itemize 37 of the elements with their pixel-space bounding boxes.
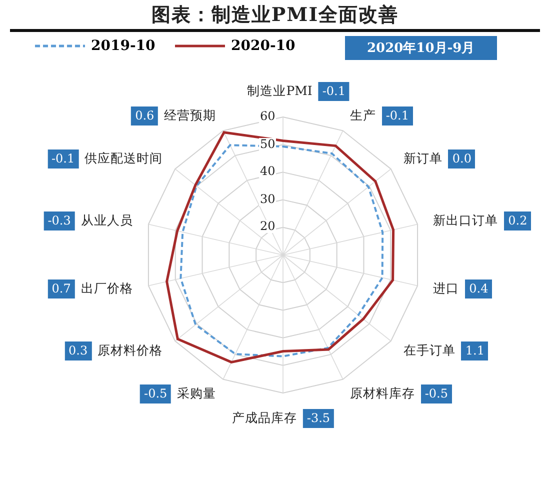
period-tag: 2020年10月-9月 <box>345 36 497 60</box>
tick-label: 50 <box>259 138 276 151</box>
change-value-tag: -0.3 <box>44 211 75 230</box>
change-value-tag: -0.5 <box>140 384 172 404</box>
axis-label: 采购量 <box>177 385 216 402</box>
change-value-tag: 0.2 <box>504 211 532 230</box>
tick-label: 60 <box>259 110 276 123</box>
axis-label: 进口 <box>433 280 460 298</box>
axis-label: 生产 <box>350 108 376 125</box>
axis-label: 从业人员 <box>80 212 133 230</box>
change-value-tag: -3.5 <box>302 409 334 428</box>
axis-label: 在手订单 <box>403 342 456 360</box>
axis-label: 新订单 <box>403 150 442 168</box>
axis-label: 原材料价格 <box>98 342 163 360</box>
tick-label: 40 <box>259 165 276 178</box>
change-value-tag: -0.1 <box>382 106 413 126</box>
axis-label: 产成品库存 <box>232 410 297 427</box>
legend-label: 2020-10 <box>231 38 296 54</box>
change-value-tag: 1.1 <box>461 342 488 361</box>
axis-label: 经营预期 <box>164 108 216 125</box>
axis-label: 出厂价格 <box>80 280 133 298</box>
change-value-tag: 0.6 <box>131 106 158 126</box>
axis-label: 原材料库存 <box>350 385 415 402</box>
change-value-tag: 0.3 <box>64 342 92 361</box>
axis-label: 制造业PMI <box>247 83 312 100</box>
tick-label: 20 <box>259 220 276 234</box>
change-value-tag: 0.4 <box>465 280 492 299</box>
chart-title: 图表：制造业PMI全面改善 <box>150 3 400 28</box>
change-value-tag: -0.1 <box>47 149 79 168</box>
axis-label: 新出口订单 <box>433 212 498 230</box>
change-value-tag: -0.1 <box>318 82 350 101</box>
change-value-tag: 0.7 <box>48 280 75 299</box>
change-value-tag: 0.0 <box>448 149 476 168</box>
axis-label: 供应配送时间 <box>84 150 163 168</box>
change-value-tag: -0.5 <box>420 384 452 404</box>
legend-label: 2019-10 <box>91 38 156 54</box>
tick-label: 30 <box>259 192 276 206</box>
